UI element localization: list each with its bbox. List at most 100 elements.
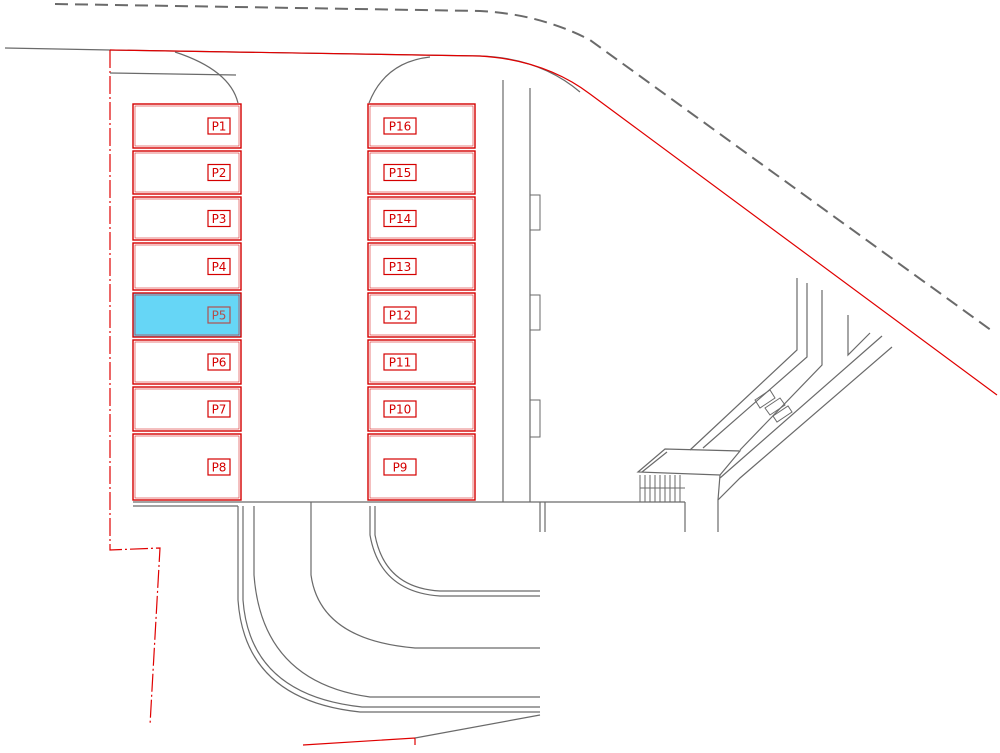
- parking-lot-label-box: [383, 458, 417, 476]
- right-island-curve: [368, 56, 431, 104]
- parking-lot-label: P4: [212, 260, 227, 274]
- parking-lot-p2[interactable]: P2: [132, 150, 242, 195]
- top-road-line: [4, 47, 581, 93]
- parking-lot-p4[interactable]: P4: [132, 242, 242, 291]
- parking-lot-inner-outline: [134, 105, 240, 147]
- parking-lot-p5[interactable]: P5: [132, 292, 242, 338]
- parking-lot-inner-outline: [134, 388, 240, 430]
- parking-lot-outline: [132, 339, 242, 385]
- platform-side: [717, 474, 721, 501]
- parking-lot-label-box: [207, 458, 231, 476]
- small-notch: [847, 315, 871, 357]
- parking-lot-p10[interactable]: P10: [367, 386, 476, 432]
- parking-lot-outline: [132, 292, 242, 338]
- parking-lot-p6[interactable]: P6: [132, 339, 242, 385]
- ramp-curve-outer-2: [242, 506, 540, 708]
- parking-lot-outline: [132, 196, 242, 241]
- parking-lot-p11[interactable]: P11: [367, 339, 476, 385]
- parking-lot-p8[interactable]: P8: [132, 433, 242, 501]
- ramp-curve-inner: [310, 502, 540, 649]
- parking-lot-label: P14: [389, 212, 412, 226]
- parking-lot-inner-outline: [134, 152, 240, 193]
- parking-lot-outline: [132, 103, 242, 149]
- parking-lot-p14[interactable]: P14: [367, 196, 476, 241]
- parking-lot-label: P12: [389, 309, 412, 323]
- parking-lot-label: P5: [212, 309, 227, 323]
- parking-lot-outline: [367, 339, 476, 385]
- property-boundary-south: [302, 737, 416, 746]
- diagonal-road-5: [719, 335, 883, 479]
- parking-lot-p16[interactable]: P16: [367, 103, 476, 149]
- property-boundary-west: [109, 50, 161, 726]
- parking-lot-outline: [132, 433, 242, 501]
- parking-lot-label-box: [383, 353, 417, 371]
- parking-lot-label: P8: [212, 461, 227, 475]
- parking-lot-label: P11: [389, 356, 412, 370]
- staircase: [639, 475, 685, 502]
- parking-lot-p15[interactable]: P15: [367, 150, 476, 195]
- parking-lot-outline: [367, 292, 476, 338]
- parking-lot-label-box: [207, 257, 231, 276]
- parking-lot-p3[interactable]: P3: [132, 196, 242, 241]
- parking-lot-outline: [367, 386, 476, 432]
- parking-lot-p7[interactable]: P7: [132, 386, 242, 432]
- parking-lot-inner-outline: [134, 198, 240, 239]
- parking-lot-label-box: [207, 209, 231, 228]
- parking-lot-p1[interactable]: P1: [132, 103, 242, 149]
- diagonal-road-4: [717, 346, 893, 532]
- parking-lot-p13[interactable]: P13: [367, 242, 476, 291]
- parking-lot-p9[interactable]: P9: [367, 433, 476, 501]
- parking-lot-outline: [367, 196, 476, 241]
- parking-lot-label-box: [383, 163, 417, 182]
- parking-lot-label: P16: [389, 120, 412, 134]
- parking-lot-label-box: [207, 400, 231, 418]
- parking-lot-outline: [132, 386, 242, 432]
- south-road-line: [414, 714, 541, 739]
- ramp-curve-outer: [237, 506, 540, 713]
- road-marker-1: [529, 194, 541, 231]
- parking-lot-label-box: [207, 306, 231, 324]
- parking-lot-outline: [367, 433, 476, 501]
- parking-lot-label: P3: [212, 212, 227, 226]
- parking-lot-inner-outline: [134, 341, 240, 383]
- parking-lot-label-box: [383, 257, 417, 276]
- parking-lot-label-box: [207, 117, 231, 135]
- left-curb-line: [109, 72, 237, 76]
- parking-lot-inner-outline: [369, 388, 474, 430]
- property-boundary: [109, 49, 998, 396]
- parking-lot-outline: [367, 150, 476, 195]
- parking-lot-inner-outline: [369, 105, 474, 147]
- parking-lot-inner-outline: [369, 244, 474, 289]
- parking-lot-label: P1: [212, 120, 227, 134]
- parking-lot-inner-outline: [134, 435, 240, 499]
- parking-lot-label-box: [383, 306, 417, 324]
- parking-lot-label: P2: [212, 166, 227, 180]
- parking-lot-inner-outline: [369, 198, 474, 239]
- ramp-curve-small-2: [374, 506, 540, 592]
- parking-lot-label-box: [383, 117, 417, 135]
- parking-lot-inner-outline: [369, 152, 474, 193]
- parking-lot-label-box: [383, 400, 417, 418]
- parking-lot-outline: [367, 103, 476, 149]
- parking-lot-label: P9: [393, 461, 408, 475]
- parking-lot-inner-outline: [134, 244, 240, 289]
- dashed-road-edge: [54, 3, 996, 334]
- diagonal-road-2: [702, 283, 808, 449]
- parking-lot-label: P15: [389, 166, 412, 180]
- parking-lot-label-box: [383, 209, 417, 228]
- road-marker-3: [529, 399, 541, 438]
- parking-lot-inner-outline: [369, 294, 474, 336]
- parking-lot-p12[interactable]: P12: [367, 292, 476, 338]
- parking-lot-label: P6: [212, 356, 227, 370]
- parking-lot-inner-outline: [369, 435, 474, 499]
- diagonal-road-3: [739, 290, 823, 451]
- parking-lot-inner-outline: [369, 341, 474, 383]
- parking-lot-outline: [132, 150, 242, 195]
- ramp-curve-mid: [253, 506, 540, 698]
- parking-lot-label-box: [207, 163, 231, 182]
- parking-lot-label: P7: [212, 403, 227, 417]
- left-curb-curve: [174, 51, 239, 104]
- diagonal-road-1: [689, 278, 798, 451]
